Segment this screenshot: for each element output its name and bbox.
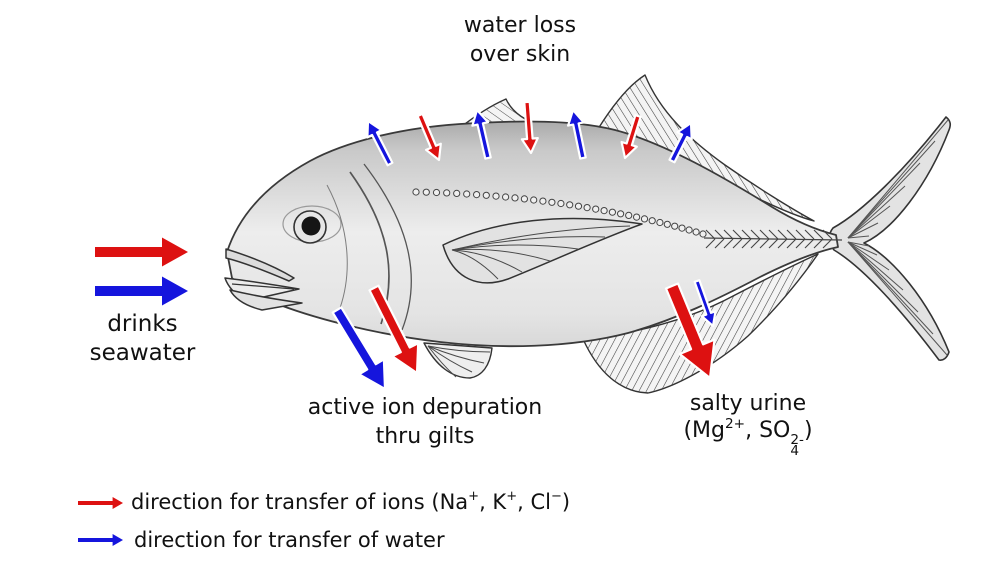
urine-open: (Mg [683, 418, 725, 443]
skin-water-arrow-2 [471, 108, 492, 160]
gill-label-line2: thru gilts [375, 424, 475, 449]
gill-label-line1: active ion depuration [307, 395, 543, 420]
pectoral-fin [442, 217, 643, 284]
legend-ions-mid2: , Cl [517, 490, 551, 514]
drinks-seawater-label: drinks seawater [45, 310, 240, 368]
skin-water-arrow-1 [366, 119, 394, 167]
urine-so-superscript: 2- [790, 432, 804, 448]
legend-ions-close: ) [561, 490, 571, 514]
caudal-fin [828, 116, 952, 361]
drinks-ion-arrow [95, 237, 188, 267]
legend-k-superscript: + [506, 489, 518, 504]
urine-close: ) [803, 418, 813, 443]
drinks-water-arrow [95, 276, 188, 306]
legend-ions-mid1: , K [479, 490, 507, 514]
water-loss-label: water loss over skin [395, 11, 645, 69]
second-dorsal-fin-hatch [598, 75, 814, 221]
urine-mid: , SO [745, 418, 791, 443]
drinks-line1: drinks [107, 311, 178, 337]
anal-fin-hatch [583, 254, 818, 393]
legend-ion-arrow [78, 497, 123, 509]
fish-detail-lines [412, 119, 949, 378]
legend-water-arrow [78, 534, 123, 546]
urine-water-arrow [693, 279, 717, 328]
gill-water-arrow [331, 306, 387, 391]
legend-ions-text: direction for transfer of ions (Na+, K+,… [131, 489, 570, 515]
urine-label-line1: salty urine [689, 391, 807, 416]
gill-ion-arrow [368, 284, 420, 375]
gill-depuration-label: active ion depuration thru gilts [250, 393, 600, 451]
skin-ion-arrow-3 [620, 114, 642, 160]
eye [282, 205, 342, 244]
water-loss-line1: water loss [463, 13, 577, 38]
fish-illustration [224, 74, 952, 394]
skin-ion-arrow-1 [416, 112, 442, 162]
legend-cl-superscript: − [550, 489, 562, 504]
legend-ions-pre: direction for transfer of ions (Na [131, 490, 469, 514]
skin-water-arrow-3 [566, 108, 587, 160]
arrow-layer [78, 100, 717, 546]
mouth [224, 248, 303, 311]
urine-so4-stack: 2-4 [790, 432, 804, 459]
drinks-line2: seawater [89, 340, 196, 366]
skin-water-arrow-4 [668, 121, 693, 164]
legend-water-text: direction for transfer of water [134, 528, 445, 552]
water-loss-line2: over skin [469, 42, 571, 67]
legend-na-superscript: + [468, 489, 480, 504]
urine-mg-superscript: 2+ [724, 416, 746, 432]
skin-ion-arrow-2 [520, 100, 539, 155]
urine-so-subscript: 4 [790, 442, 800, 459]
urine-ion-arrow [664, 282, 716, 380]
